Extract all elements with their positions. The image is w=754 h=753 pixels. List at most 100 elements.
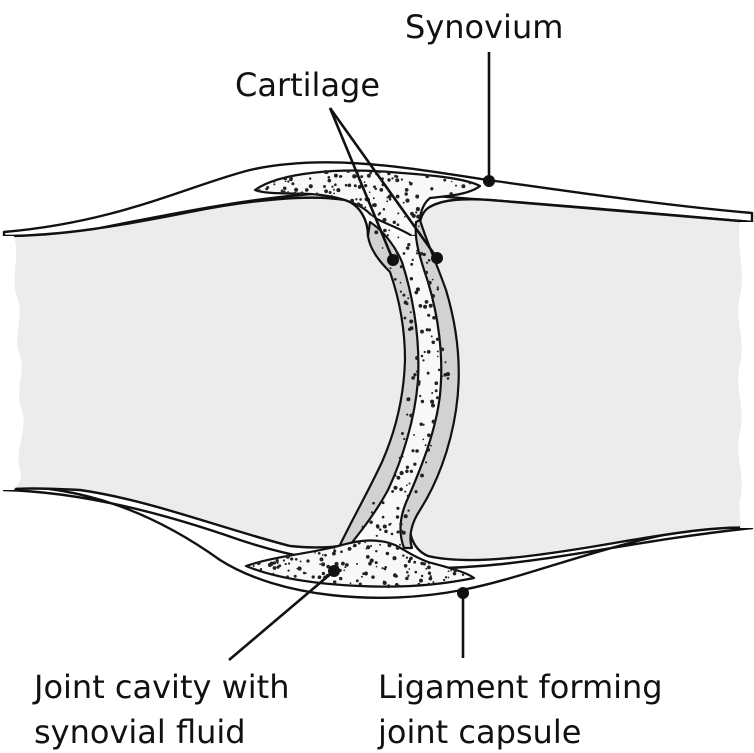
fluid-stipple-dot bbox=[454, 184, 458, 187]
fluid-stipple-dot bbox=[389, 267, 392, 270]
fluid-stipple-dot bbox=[374, 561, 378, 565]
fluid-stipple-dot bbox=[395, 178, 400, 183]
fluid-stipple-dot bbox=[408, 568, 411, 570]
fluid-stipple-dot bbox=[424, 270, 429, 275]
fluid-stipple-dot bbox=[414, 490, 418, 494]
ligament-label-line2: joint capsule bbox=[377, 713, 581, 751]
fluid-stipple-dot bbox=[368, 561, 372, 566]
fluid-stipple-dot bbox=[415, 252, 418, 255]
fluid-stipple-dot bbox=[395, 175, 399, 178]
fluid-stipple-dot bbox=[282, 559, 285, 562]
fluid-stipple-dot bbox=[386, 200, 389, 203]
fluid-stipple-dot bbox=[305, 189, 308, 192]
fluid-stipple-dot bbox=[356, 562, 358, 565]
fluid-stipple-dot bbox=[374, 230, 379, 235]
fluid-stipple-dot bbox=[382, 524, 387, 529]
fluid-stipple-dot bbox=[294, 557, 298, 561]
fluid-stipple-dot bbox=[272, 561, 276, 565]
fluid-stipple-dot bbox=[363, 181, 366, 183]
fluid-stipple-dot bbox=[252, 565, 255, 567]
fluid-stipple-dot bbox=[282, 190, 286, 194]
fluid-stipple-dot bbox=[403, 563, 408, 568]
fluid-stipple-dot bbox=[461, 184, 466, 189]
fluid-stipple-dot bbox=[413, 560, 417, 564]
fluid-stipple-dot bbox=[447, 576, 450, 579]
fluid-stipple-dot bbox=[290, 557, 294, 561]
fluid-stipple-dot bbox=[402, 293, 406, 297]
fluid-stipple-dot bbox=[272, 179, 276, 183]
fluid-stipple-dot bbox=[280, 189, 284, 193]
fluid-stipple-dot bbox=[382, 580, 386, 583]
fluid-stipple-dot bbox=[416, 214, 421, 219]
fluid-stipple-dot bbox=[317, 575, 322, 580]
fluid-stipple-dot bbox=[334, 183, 337, 187]
fluid-stipple-dot bbox=[461, 573, 465, 576]
left-bone-cut-edge bbox=[0, 236, 24, 490]
fluid-stipple-dot bbox=[366, 173, 371, 178]
fluid-stipple-dot bbox=[374, 187, 378, 191]
fluid-stipple-dot bbox=[357, 185, 362, 189]
fluid-stipple-dot bbox=[444, 361, 447, 364]
fluid-stipple-dot bbox=[332, 580, 337, 584]
fluid-stipple-dot bbox=[372, 203, 377, 208]
fluid-stipple-dot bbox=[440, 347, 445, 352]
fluid-stipple-dot bbox=[437, 368, 441, 372]
fluid-stipple-dot bbox=[427, 328, 432, 332]
fluid-stipple-dot bbox=[430, 403, 436, 408]
fluid-stipple-dot bbox=[297, 566, 302, 571]
fluid-stipple-dot bbox=[394, 582, 399, 587]
fluid-stipple-dot bbox=[283, 176, 288, 181]
fluid-stipple-dot bbox=[408, 181, 411, 184]
fluid-stipple-dot bbox=[332, 551, 336, 556]
fluid-stipple-dot bbox=[340, 550, 343, 554]
fluid-stipple-dot bbox=[365, 555, 370, 559]
fluid-stipple-dot bbox=[275, 558, 279, 563]
fluid-stipple-dot bbox=[420, 399, 425, 404]
fluid-stipple-dot bbox=[407, 574, 410, 577]
fluid-stipple-dot bbox=[308, 177, 312, 180]
right-bone bbox=[408, 198, 754, 562]
fluid-stipple-dot bbox=[422, 438, 425, 441]
fluid-stipple-dot bbox=[293, 574, 297, 578]
fluid-stipple-dot bbox=[402, 554, 405, 557]
fluid-stipple-dot bbox=[409, 311, 412, 314]
joint-cavity-label-line1: Joint cavity with bbox=[32, 668, 289, 706]
fluid-stipple-dot bbox=[346, 169, 351, 173]
fluid-stipple-dot bbox=[419, 252, 424, 256]
fluid-stipple-dot bbox=[364, 183, 368, 188]
fluid-stipple-dot bbox=[256, 561, 261, 566]
fluid-stipple-dot bbox=[365, 547, 368, 550]
fluid-stipple-dot bbox=[388, 229, 391, 232]
fluid-stipple-dot bbox=[428, 562, 430, 565]
fluid-stipple-dot bbox=[414, 290, 419, 295]
fluid-stipple-dot bbox=[378, 528, 382, 531]
fluid-stipple-dot bbox=[324, 189, 328, 194]
fluid-stipple-dot bbox=[315, 192, 319, 195]
ligament-pointer-dot bbox=[457, 587, 469, 599]
cartilage-leader-line-right bbox=[328, 107, 439, 259]
fluid-stipple-dot bbox=[384, 566, 388, 569]
fluid-stipple-dot bbox=[381, 247, 384, 249]
fluid-stipple-dot bbox=[413, 462, 417, 466]
fluid-stipple-dot bbox=[385, 551, 390, 556]
fluid-stipple-dot bbox=[420, 329, 424, 334]
fluid-stipple-dot bbox=[387, 194, 392, 199]
fluid-stipple-dot bbox=[430, 187, 434, 191]
fluid-stipple-dot bbox=[395, 515, 400, 519]
fluid-stipple-dot bbox=[404, 192, 408, 196]
fluid-stipple-dot bbox=[272, 566, 277, 570]
fluid-stipple-dot bbox=[410, 262, 414, 266]
fluid-stipple-dot bbox=[287, 191, 290, 194]
fluid-stipple-dot bbox=[328, 190, 332, 195]
right-bone-cut-edge bbox=[738, 222, 754, 528]
synovium-pointer-dot bbox=[483, 175, 495, 187]
fluid-stipple-dot bbox=[388, 198, 392, 201]
fluid-stipple-dot bbox=[327, 178, 332, 183]
fluid-stipple-dot bbox=[387, 171, 391, 176]
fluid-stipple-dot bbox=[430, 335, 433, 338]
fluid-stipple-dot bbox=[399, 487, 403, 492]
fluid-stipple-dot bbox=[424, 300, 429, 304]
fluid-stipple-dot bbox=[412, 409, 415, 411]
fluid-stipple-dot bbox=[319, 563, 321, 566]
fluid-stipple-dot bbox=[289, 177, 293, 182]
